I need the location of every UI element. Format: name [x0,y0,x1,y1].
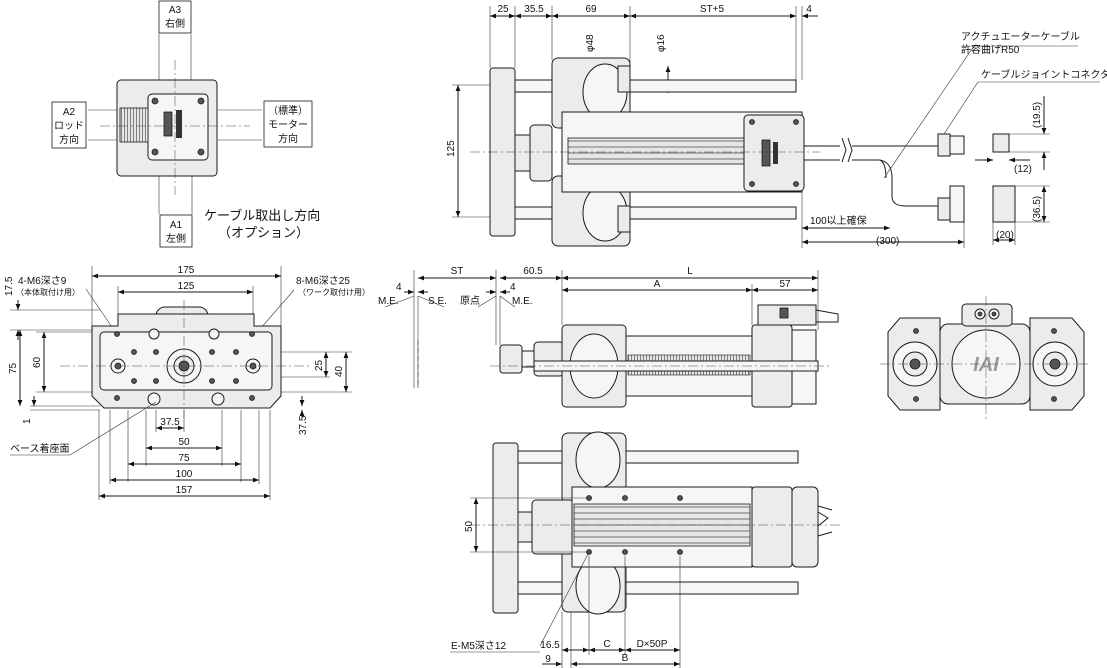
a2-label-line3: 方向 [59,133,79,146]
standard-label-line1: （標準） [268,104,308,117]
dim-60-5: 60.5 [523,266,543,277]
note-m6-9-line1: 4-M6深さ9 [18,275,67,287]
dim-phi16: φ16 [656,34,667,52]
note-em5: E-M5深さ12 [451,640,506,652]
dim-57: 57 [779,279,791,290]
a1-label-box [159,214,193,248]
dim-phi48: φ48 [585,34,596,52]
standard-label-line2: モーター [268,119,308,131]
dim-125: 125 [178,281,195,292]
cable-title-line2: （オプション） [218,226,309,241]
side-view: 25 35.5 69 ST+5 4 φ48 φ16 125 [446,4,1107,248]
end-view: IAI [880,296,1090,420]
a3-label-line1: A3 [169,5,182,16]
joint-connector-label: ケーブルジョイントコネクター [981,68,1107,81]
dim-a: A [654,279,661,290]
note-m6-25-line1: 8-M6深さ25 [296,275,350,287]
dim-60: 60 [32,356,43,368]
dim-35-5: 35.5 [524,4,544,15]
dim-17-5: 17.5 [4,276,15,296]
dim-9: 9 [545,654,551,665]
a1-label-line1: A1 [170,220,183,231]
dim-75-v: 75 [8,362,19,374]
standard-label-line3: 方向 [278,132,298,145]
dim-125: 125 [446,140,457,157]
dim-1: 1 [22,418,33,424]
dim-37-5-right: 37.5 [298,415,309,435]
dim-157: 157 [176,485,193,496]
standard-label-box [263,100,313,148]
me-right-label: M.E. [512,296,533,307]
me-left-label: M.E. [378,296,399,307]
base-face-label: ベース着座面 [10,442,70,455]
bottom-view: 50 E-M5深さ12 16.5 C D×50P 9 B [450,431,840,668]
cable-title-line1: ケーブル取出し方向 [204,208,320,224]
dim-16-5: 16.5 [540,640,560,651]
a3-label-box [158,0,192,34]
dim-b: B [622,653,629,664]
dim-50: 50 [178,437,190,448]
a2-label-box [51,101,87,149]
dim-st-plus-5: ST+5 [700,4,725,15]
front-view: 175 125 4-M6深さ9 （本体取付け用） 8-M6深さ25 （ワーク取付… [4,265,370,500]
actuator-cable-line2: 許容曲げR50 [961,43,1020,56]
dim-175: 175 [178,265,195,276]
origin-label: 原点 [460,295,480,307]
dim-12: (12) [1014,164,1032,175]
a1-label-line2: 左側 [166,232,186,245]
dim-c: C [603,639,610,650]
se-label: S.E. [428,296,447,307]
dim-dx50p: D×50P [637,639,668,650]
clearance-note: 100以上確保 [810,214,867,227]
dim-19-5: (19.5) [1032,102,1043,128]
note-m6-9-line2: （本体取付け用） [16,287,80,297]
dim-25-v: 25 [314,359,325,371]
stroke-view: ST 60.5 L 4 4 M.E. S.E. 原点 M.E. A 57 [378,266,839,408]
a2-label-line2: ロッド [54,121,84,132]
actuator-cable-line1: アクチュエーターケーブル [961,30,1080,43]
dim-20: (20) [996,230,1014,241]
dim-4-left: 4 [396,282,402,293]
a3-label-line2: 右側 [165,17,185,30]
dim-40: 40 [334,365,345,377]
dim-36-5: (36.5) [1032,196,1043,222]
dim-25: 25 [497,4,509,15]
dim-69: 69 [585,4,597,15]
cable-direction-view: A3 右側 A2 ロッド 方向 （標準） モーター 方向 A1 左側 ケーブル取… [51,0,320,248]
dim-300: (300) [876,236,899,247]
dim-75-h: 75 [178,453,190,464]
dim-4-right: 4 [510,282,516,293]
dim-st: ST [451,266,464,277]
dim-50-v: 50 [464,520,475,532]
dim-100: 100 [176,469,193,480]
dim-4: 4 [806,4,812,15]
note-m6-25-line2: （ワーク取付け用） [298,287,370,297]
a2-label-line1: A2 [63,107,76,118]
dim-l: L [687,266,693,277]
dim-37-5: 37.5 [160,417,180,428]
